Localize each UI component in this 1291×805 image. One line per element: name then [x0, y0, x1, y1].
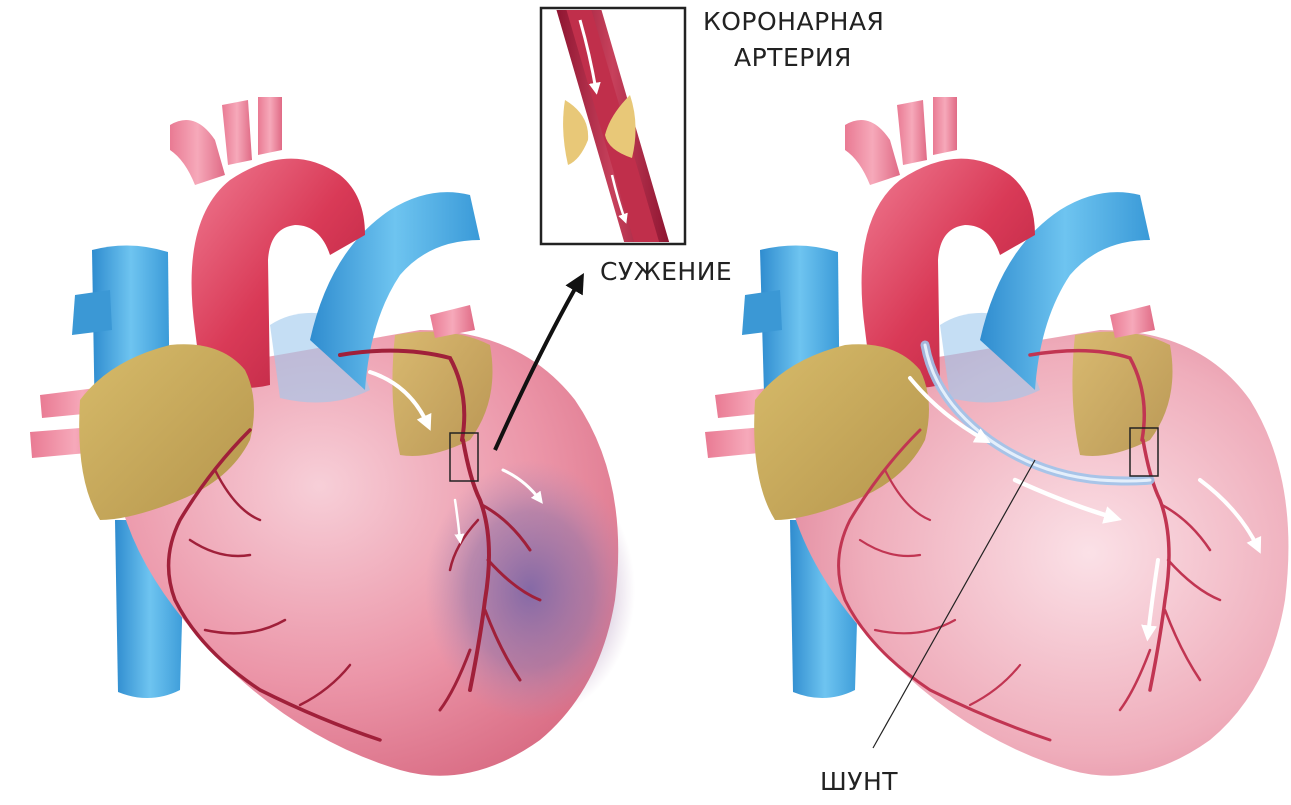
right-aortic-branch-1 [845, 120, 900, 185]
coronary-artery-label-line2: АРТЕРИЯ [734, 43, 852, 72]
narrowing-label: СУЖЕНИЕ [600, 257, 732, 286]
left-aortic-branch-2 [222, 100, 252, 165]
left-pulmonary-vein-right [430, 305, 475, 338]
right-vena-branch [742, 290, 782, 335]
heart-right [705, 97, 1288, 776]
left-vena-branch [72, 290, 112, 335]
coronary-artery-inset [541, 5, 685, 245]
right-aortic-branch-3 [933, 97, 957, 155]
left-aortic-branch-3 [258, 97, 282, 155]
right-aortic-branch-2 [897, 100, 927, 165]
shunt-label: ШУНТ [820, 767, 898, 796]
right-pulmonary-vein-right [1110, 305, 1155, 338]
left-aortic-branch-1 [170, 120, 225, 185]
coronary-artery-label-line1: КОРОНАРНАЯ [703, 7, 884, 36]
